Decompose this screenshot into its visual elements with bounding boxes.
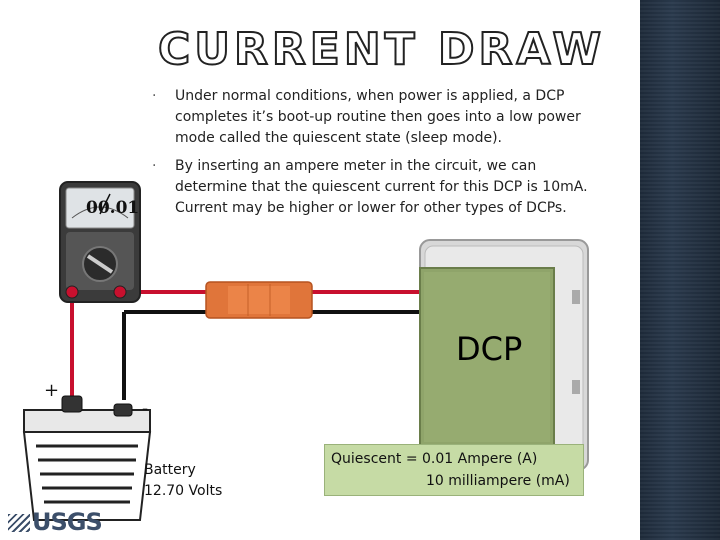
usgs-logo-text: USGS: [32, 508, 103, 536]
meter-reading: 00.01: [86, 198, 140, 218]
bullet-item: · By inserting an ampere meter in the ci…: [152, 156, 612, 219]
battery-voltage: 12.70 Volts: [144, 483, 223, 499]
negative-wire: [122, 310, 430, 400]
battery: [22, 395, 152, 521]
battery-name: Battery: [144, 462, 196, 478]
side-bar: [640, 0, 720, 540]
negative-terminal-label: -: [142, 398, 149, 419]
ammeter: [59, 181, 141, 303]
bullet-dot: ·: [152, 158, 157, 174]
battery-label: Battery 12.70 Volts: [144, 460, 222, 502]
inline-fuse: [205, 281, 313, 319]
usgs-logo: USGS: [8, 508, 103, 536]
slide-title: CURRENT DRAW: [157, 23, 605, 76]
dcp-label: DCP: [456, 330, 523, 368]
bullet-item: · Under normal conditions, when power is…: [152, 86, 612, 149]
quiescent-current-box: Quiescent = 0.01 Ampere (A) 10 milliampe…: [324, 444, 584, 496]
bullet-text: By inserting an ampere meter in the circ…: [175, 158, 588, 216]
positive-terminal-label: +: [44, 380, 60, 401]
bullet-dot: ·: [152, 88, 157, 104]
quiescent-line-amperes: Quiescent = 0.01 Ampere (A): [331, 451, 538, 467]
quiescent-line-milliamperes: 10 milliampere (mA): [426, 473, 570, 489]
usgs-wave-icon: [8, 514, 30, 532]
bullet-text: Under normal conditions, when power is a…: [175, 88, 581, 146]
